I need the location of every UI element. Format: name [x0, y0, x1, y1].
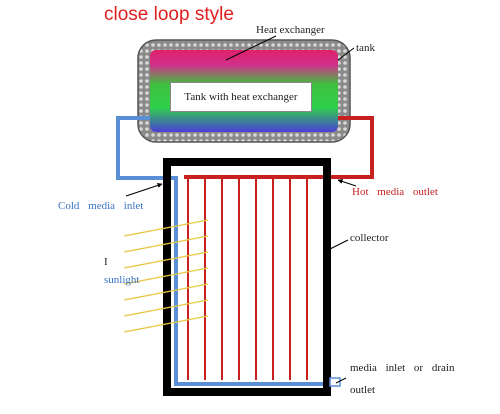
sunlight-rays: [123, 219, 209, 333]
heat-exchanger-label: Heat exchanger: [256, 24, 325, 36]
sunlight-label: sunlight: [104, 274, 140, 286]
sunlight-marker: I: [104, 256, 108, 268]
collector-label: collector: [350, 232, 389, 244]
collector-frame: [163, 158, 331, 396]
diagram-title: close loop style: [104, 4, 234, 25]
cold-media-inlet-label: Cold media inlet: [58, 200, 144, 212]
collector-leader: [327, 239, 349, 251]
riser-tubes: [187, 177, 308, 380]
heat-exchanger-leader: [225, 35, 277, 61]
drain-outlet-stub: [329, 377, 341, 387]
tank-inner-label: Tank with heat exchanger: [170, 82, 312, 112]
drain-label-line1: media inlet or drain: [350, 362, 455, 374]
tank-leader: [337, 47, 355, 61]
drain-leader: [335, 377, 347, 384]
hot-media-outlet-label: Hot media outlet: [352, 186, 438, 198]
cold-media-pipe: [116, 116, 332, 386]
hot-media-pipe: [184, 116, 374, 179]
cold-inlet-arrow: [125, 183, 163, 197]
hot-outlet-arrow: [337, 179, 357, 187]
tank-label: tank: [356, 42, 375, 54]
drain-label-line2: outlet: [350, 384, 376, 396]
